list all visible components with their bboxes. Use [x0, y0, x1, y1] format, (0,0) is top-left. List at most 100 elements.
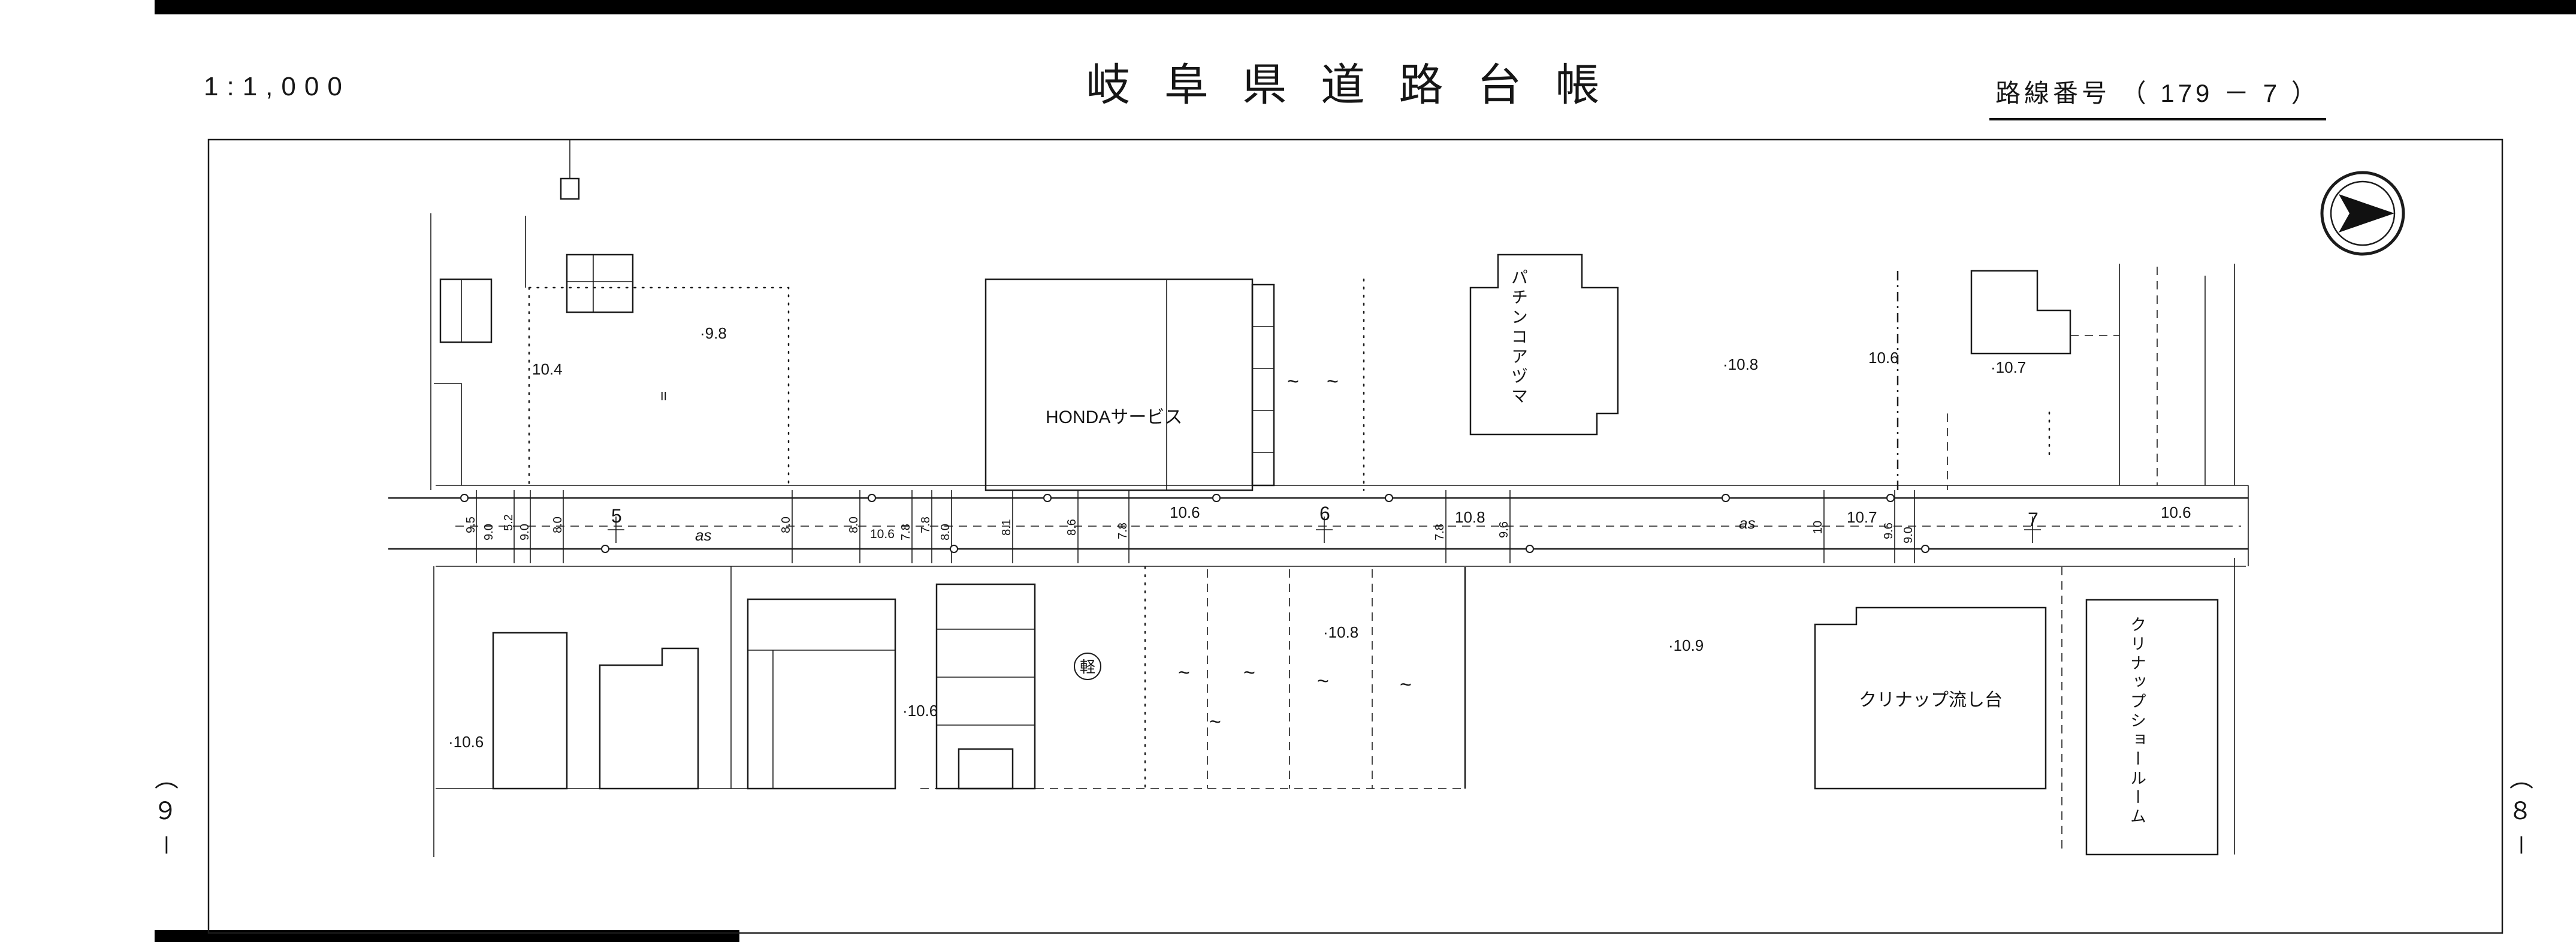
- small-structure: [958, 748, 1014, 790]
- building-inner-line: [567, 255, 633, 312]
- width-measurement-label: 8.0: [939, 524, 952, 541]
- survey-point: [1212, 494, 1221, 502]
- building-cleanup-sink-outline: [1814, 606, 2047, 790]
- map-mark-label: II: [660, 390, 667, 403]
- building-inner-line: [748, 650, 895, 789]
- width-measurement-label: 7.8: [1116, 523, 1130, 539]
- map-annotations: ·9.8 10.4II ·10.8 10.6 ·10.7 ·10.6 ·10.6 ·10.8 ·…: [448, 324, 2191, 751]
- road-lines: [388, 485, 2249, 567]
- building-label-cleanup-showroom: クリナップショールーム: [2128, 616, 2146, 827]
- spot-elevation-label: 10.4: [532, 360, 563, 378]
- circled-kanji-mark: [1074, 653, 1101, 680]
- road-width-label: 10.6: [2161, 503, 2191, 521]
- station-number-label: 6: [1319, 503, 1330, 524]
- adjacent-sheet-ref-right: （ ８ －: [2507, 766, 2533, 857]
- spot-elevation-label: ·10.8: [1323, 623, 1358, 641]
- vegetation-symbol: ~: [1317, 670, 1329, 693]
- survey-point: [460, 494, 469, 502]
- vegetation-symbol: ~: [1400, 674, 1412, 696]
- vegetation-symbol: ~: [1178, 662, 1190, 684]
- building-annex-strip: [1251, 283, 1275, 487]
- width-measurement-label: 8.0: [847, 517, 860, 533]
- building-outlines-north: [430, 140, 2235, 491]
- building-outline: [599, 647, 699, 790]
- spot-elevation-label: ·9.8: [700, 324, 727, 342]
- building-outline: [566, 253, 634, 313]
- road-width-label: 10.8: [1455, 508, 1485, 526]
- width-measurement-label: 7.8: [899, 524, 913, 541]
- dotted-parcel-boundary: [528, 286, 790, 489]
- survey-point: [868, 494, 876, 502]
- building-label-pachinko: パチンコアヅマ: [1509, 268, 1528, 407]
- width-measurement-label: 9.5: [464, 517, 478, 533]
- spot-elevation-label: 10.6: [1868, 349, 1899, 367]
- adjacent-sheet-ref-left: （ ９ －: [152, 766, 179, 857]
- parcel-dividers: [1207, 569, 1373, 789]
- small-structure: [560, 177, 580, 200]
- spot-elevation-label: ·10.6: [902, 702, 938, 720]
- north-arrow-icon: [2320, 171, 2405, 256]
- circled-kanji-label: 軽: [1080, 658, 1095, 676]
- building-outline: [935, 583, 1036, 790]
- building-cleanup-showroom-outline: [2085, 599, 2219, 856]
- pavement-type-label: as: [695, 526, 711, 544]
- width-measurement-label: 9.0: [1902, 527, 1915, 544]
- width-measurement-label: 7.8: [1433, 524, 1446, 541]
- width-measurement-label: 9.6: [1882, 523, 1895, 539]
- route-number-label: 路線番号 （ 179 － 7 ）: [1989, 73, 2326, 120]
- building-pachinko-outline: [1469, 253, 1619, 436]
- vegetation-symbol: ~: [1327, 370, 1339, 393]
- width-measurement-label: 9.6: [1497, 521, 1511, 538]
- page-title: 岐 阜 県 道 路 台 帳: [1086, 60, 1611, 110]
- spot-elevation-label: ·10.8: [1723, 355, 1758, 373]
- width-measurement-label: 8.0: [780, 517, 793, 533]
- survey-point: [1886, 494, 1895, 502]
- survey-point: [1385, 494, 1393, 502]
- sheet-ref-char: ８: [2508, 798, 2532, 825]
- spot-elevation-label: ·10.9: [1668, 636, 1704, 654]
- width-measurement-label: 5.2: [502, 514, 515, 531]
- sheet-ref-char: ９: [153, 798, 177, 825]
- building-outline: [1970, 270, 2071, 355]
- width-measurement-label: 8.0: [551, 517, 564, 533]
- building-outlines-south: [433, 558, 2235, 857]
- station-number-label: 5: [611, 505, 622, 527]
- vegetation-symbol: ~: [1287, 370, 1299, 393]
- width-measurement-label: 8.6: [1065, 519, 1079, 536]
- building-inner-line: [937, 629, 1035, 726]
- road-width-label: 10.6: [870, 527, 895, 541]
- survey-point: [1526, 545, 1534, 553]
- measurement-ticks: [476, 490, 1915, 563]
- annex-dividers: [1252, 326, 1274, 453]
- width-measurement-label: 8.1: [1000, 519, 1013, 536]
- width-measurement-label: 10: [1811, 521, 1825, 534]
- survey-point: [1921, 545, 1929, 553]
- vegetation-symbol: ~: [1243, 662, 1255, 684]
- building-label-cleanup-sink: クリナップ流し台: [1859, 690, 2003, 710]
- survey-point: [601, 545, 609, 553]
- survey-point: [1043, 494, 1052, 502]
- station-cross-marks: [608, 517, 2041, 543]
- width-measurement-label: 9.0: [518, 524, 531, 541]
- width-measurement-label: 9.0: [482, 524, 496, 541]
- building-outline: [747, 598, 896, 790]
- spot-elevation-label: ·10.6: [448, 733, 484, 751]
- survey-point: [1722, 494, 1730, 502]
- width-measurement-label: 7.8: [919, 517, 932, 533]
- road-width-label: 10.6: [1170, 503, 1200, 521]
- parcel-line: [434, 383, 462, 485]
- spot-elevation-label: ·10.7: [1991, 358, 2026, 376]
- top-edge-bar: [155, 0, 2576, 14]
- road-width-label: 10.7: [1847, 508, 1877, 526]
- building-label-honda: HONDAサービス: [1046, 407, 1182, 427]
- building-outline: [439, 278, 493, 343]
- building-honda-outline: [985, 278, 1254, 491]
- map-frame: [207, 138, 2503, 934]
- building-outline: [492, 632, 568, 790]
- station-number-label: 7: [2028, 509, 2039, 530]
- map-scale-label: 1:1,000: [204, 72, 351, 101]
- pavement-type-label: as: [1739, 514, 1755, 532]
- survey-point: [950, 545, 958, 553]
